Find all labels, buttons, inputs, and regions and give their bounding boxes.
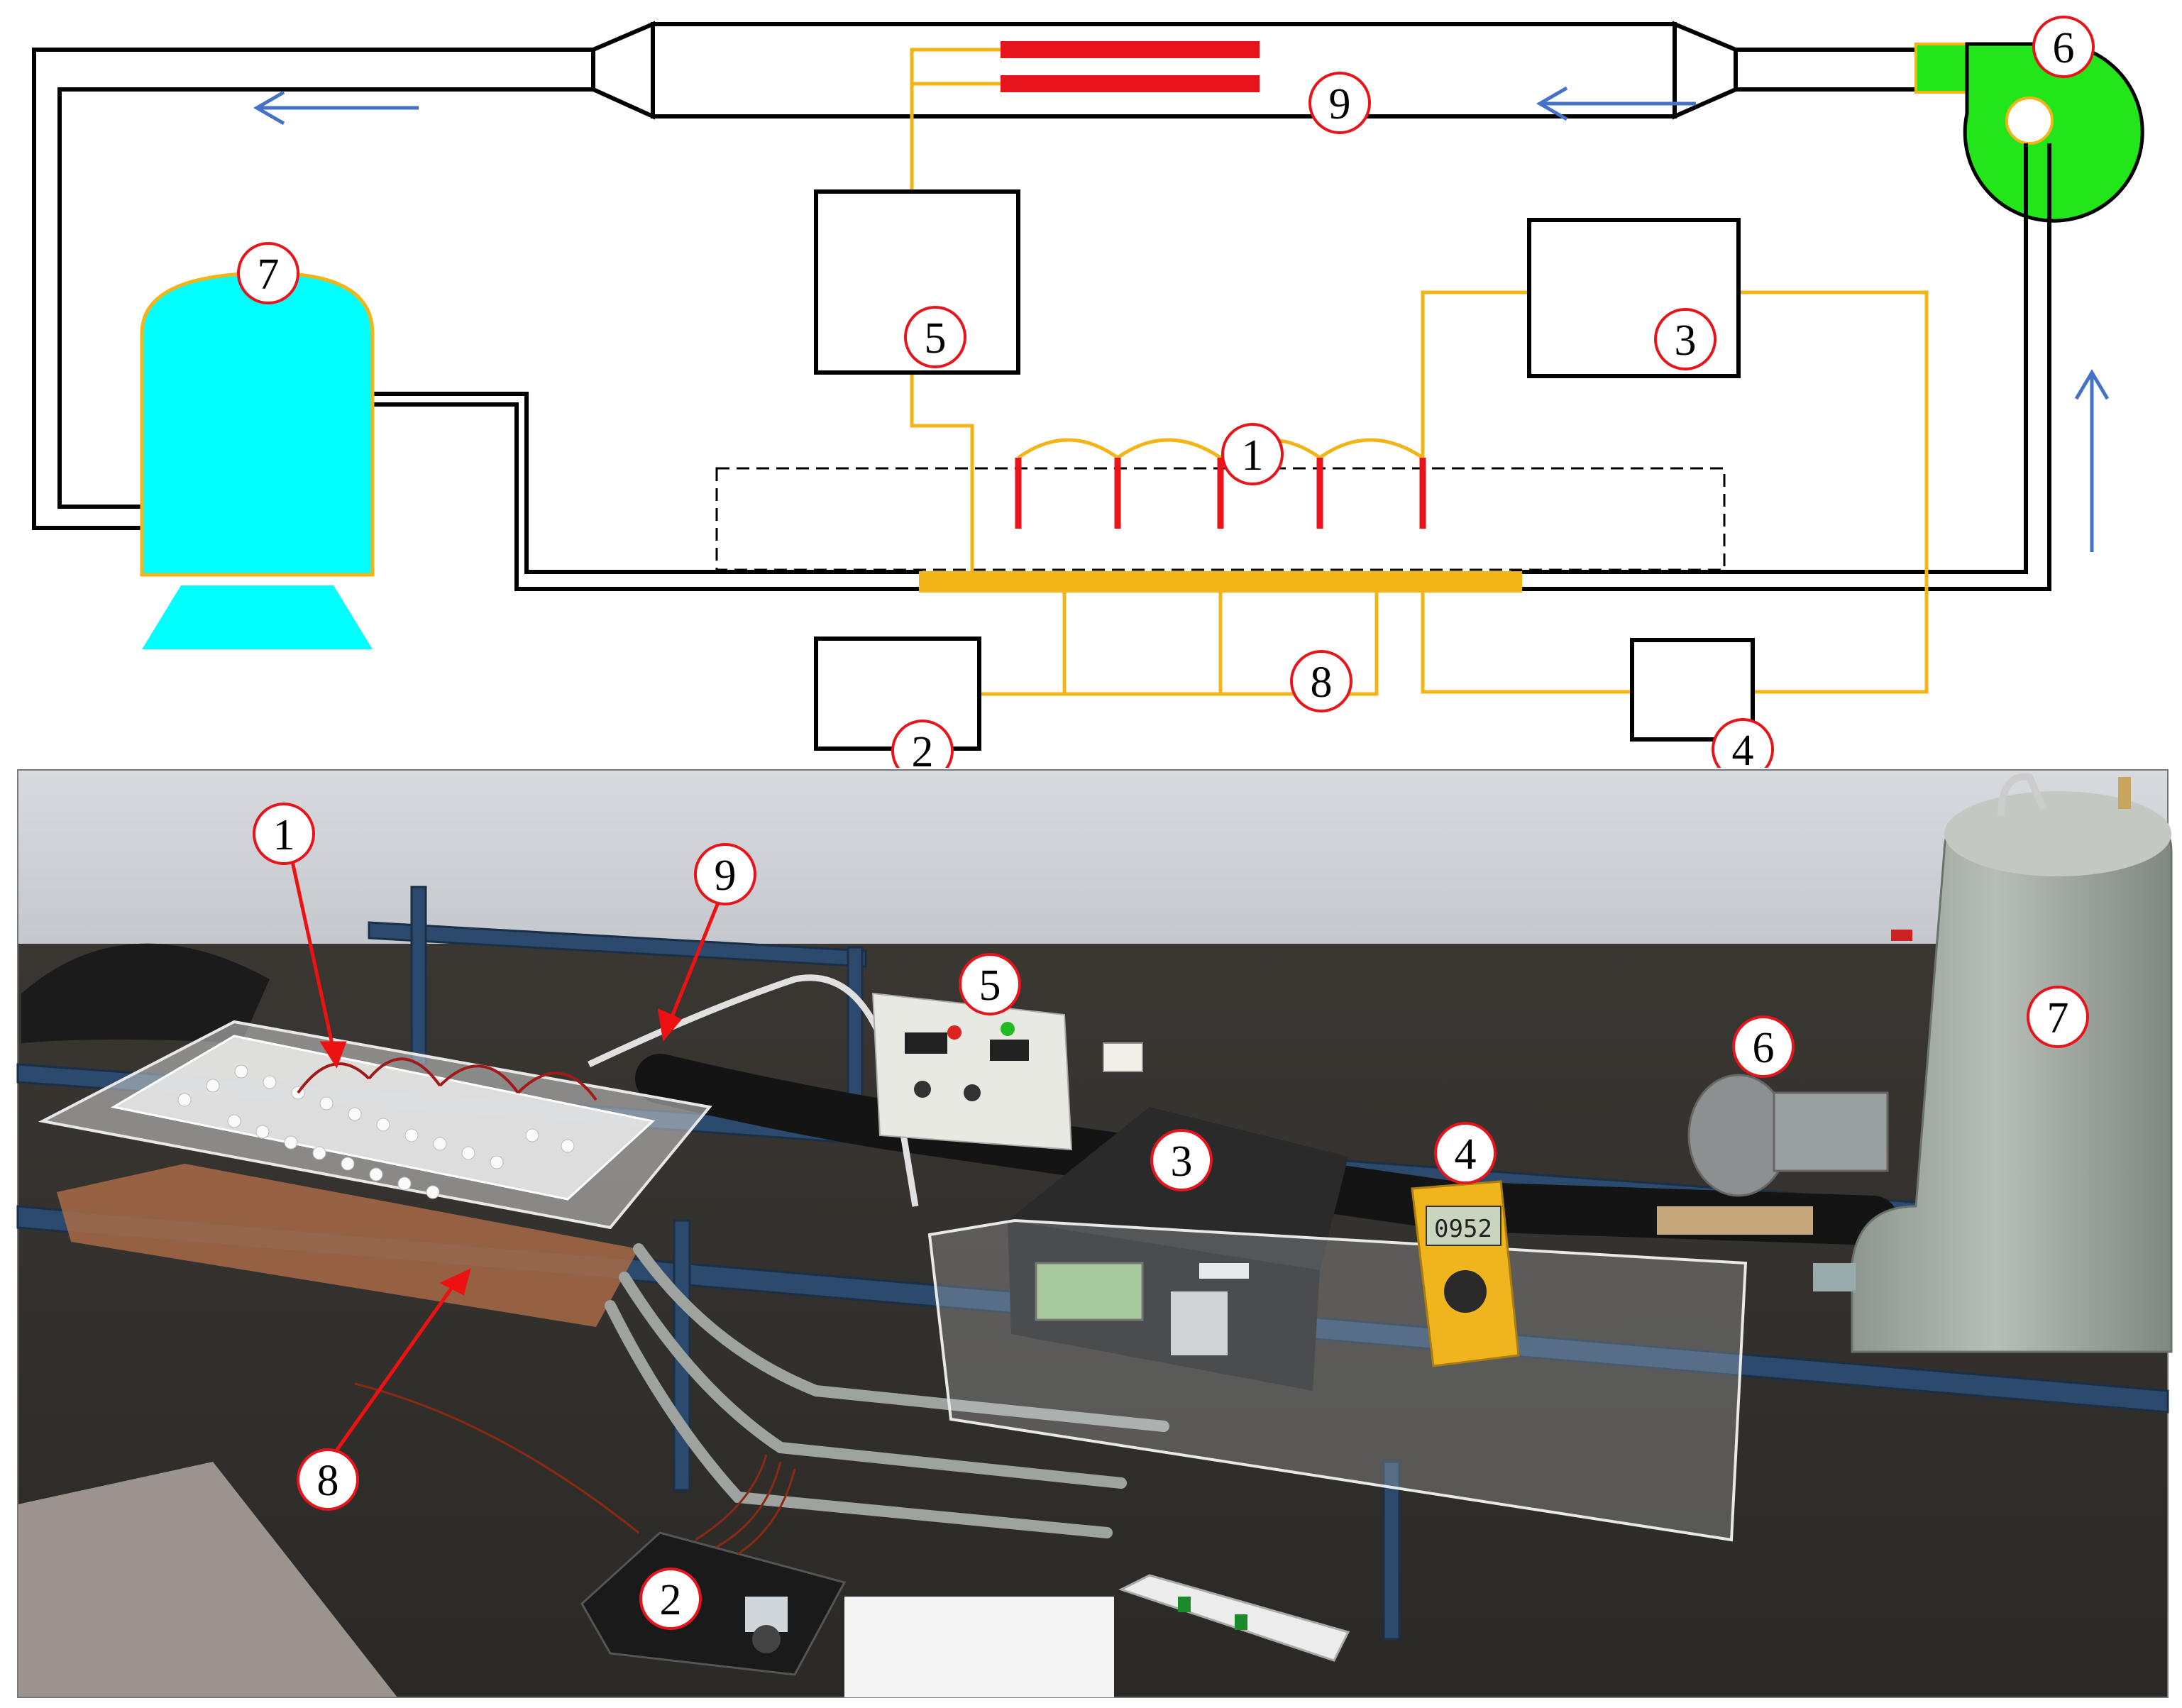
svg-text:6: 6	[2053, 24, 2075, 72]
multimeter-reading: 0952	[1434, 1215, 1492, 1243]
acrylic-tray	[927, 1218, 1748, 1542]
photo-floor-tile	[18, 1462, 397, 1697]
svg-text:9: 9	[1329, 80, 1351, 128]
callout-7: 7	[237, 242, 299, 304]
photo-callout-1: 1	[253, 803, 315, 865]
blower-icon	[1914, 41, 2144, 223]
data-logger-photo	[580, 1531, 847, 1676]
callout-3: 3	[1654, 308, 1717, 370]
callout-1: 1	[1221, 423, 1284, 485]
callout-6: 6	[2032, 16, 2095, 78]
svg-text:8: 8	[1311, 659, 1333, 707]
flow-arrow-icon	[253, 86, 2110, 552]
top-air-duct	[32, 21, 1923, 530]
photo-callout-6: 6	[1732, 1015, 1795, 1078]
wiring	[910, 48, 1929, 696]
photo-callout-7: 7	[2027, 986, 2089, 1048]
photo-callout-3: 3	[1150, 1129, 1213, 1191]
photo-callout-4: 4	[1434, 1122, 1497, 1184]
svg-text:3: 3	[1171, 1137, 1193, 1186]
callout-9: 9	[1308, 72, 1371, 134]
callout-4: 4	[1712, 718, 1774, 768]
photo-callout-9: 9	[694, 843, 756, 905]
svg-text:7: 7	[258, 250, 280, 299]
svg-text:2: 2	[660, 1576, 682, 1624]
experiment-photo: 0952	[16, 769, 2173, 1698]
callout-8: 8	[1290, 650, 1352, 712]
svg-text:1: 1	[273, 811, 295, 859]
heater-icon	[1001, 41, 1260, 92]
multimeter-photo: 0952	[1411, 1180, 1520, 1367]
photo-callout-8: 8	[297, 1448, 359, 1511]
thermocouple-probes	[1015, 458, 1426, 529]
svg-text:1: 1	[1242, 431, 1264, 480]
data-logger-box	[814, 637, 981, 751]
photo-arrows	[290, 861, 720, 1456]
svg-text:4: 4	[1732, 727, 1754, 768]
test-section-pipe	[369, 392, 922, 591]
photo-callout-2: 2	[639, 1567, 702, 1630]
heated-plate	[919, 571, 1522, 593]
callout-5: 5	[904, 306, 966, 368]
insulated-hose	[635, 1054, 1898, 1245]
svg-text:3: 3	[1675, 316, 1697, 365]
tank-photo	[1813, 773, 2173, 1353]
callout-2: 2	[891, 720, 954, 768]
return-air-pipe	[1511, 143, 2051, 591]
wall-outlet	[1103, 1042, 1143, 1072]
blower-photo	[1657, 1074, 1889, 1235]
inlet-wrap	[21, 943, 270, 1043]
svg-text:4: 4	[1455, 1130, 1477, 1179]
svg-text:7: 7	[2047, 994, 2069, 1042]
thermocouple-leads	[297, 1057, 597, 1101]
svg-text:2: 2	[912, 728, 934, 768]
svg-text:9: 9	[715, 852, 737, 900]
power-strip	[1118, 1574, 1350, 1662]
controller-box-photo	[871, 992, 1073, 1151]
paper-sheet	[844, 1597, 1114, 1697]
instrument-boxes	[814, 189, 1755, 751]
pressure-tubes	[605, 1243, 1169, 1538]
acrylic-test-section	[38, 1020, 712, 1327]
schematic-diagram: 1 2 3 4 5 6 7 8 9	[32, 16, 2144, 768]
svg-text:6: 6	[1753, 1024, 1775, 1072]
tank-icon	[140, 271, 375, 649]
photo-callout-5: 5	[959, 953, 1021, 1015]
svg-text:5: 5	[979, 962, 1001, 1010]
svg-text:5: 5	[925, 314, 947, 363]
pin-fin-array	[177, 1064, 575, 1199]
logger-wires	[354, 1382, 796, 1555]
svg-text:8: 8	[317, 1457, 339, 1505]
